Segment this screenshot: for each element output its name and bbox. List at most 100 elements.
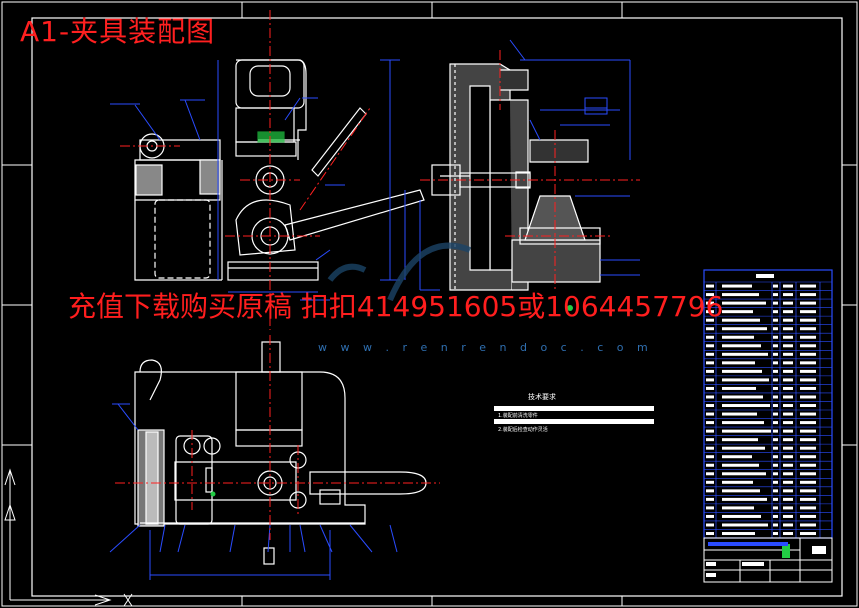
bom-cell-text <box>722 429 771 433</box>
side-centerlines <box>420 50 640 290</box>
side-dimensions <box>419 39 640 291</box>
bom-cell-text <box>783 497 793 501</box>
bom-cell-text <box>773 284 778 288</box>
bom-cell-text <box>773 369 778 373</box>
bom-cell-text <box>800 489 816 493</box>
bom-cell-text <box>722 421 764 425</box>
bom-cell-text <box>800 369 816 373</box>
bom-cell-text <box>800 455 816 459</box>
bom-cell-text <box>773 455 778 459</box>
bom-cell-text <box>783 446 793 450</box>
bom-cell-text <box>800 344 816 348</box>
side-view <box>431 63 601 291</box>
bom-cell-text <box>783 506 793 510</box>
bom-cell-text <box>706 489 714 493</box>
bom-cell-text <box>706 438 714 442</box>
bom-cell-text <box>773 386 778 390</box>
bom-cell-text <box>706 404 714 408</box>
bom-cell-text <box>706 429 714 433</box>
bom-cell-text <box>800 327 816 331</box>
top-marker <box>210 491 216 497</box>
tech-bars <box>494 406 654 424</box>
bom-cell-text <box>706 378 714 382</box>
ucs-icon <box>4 468 133 607</box>
bom-cell-text <box>722 497 767 501</box>
bom-cell-text <box>783 318 793 322</box>
bom-cell-text <box>783 421 793 425</box>
bom-cell-text <box>706 463 714 467</box>
bom-cell-text <box>722 352 768 356</box>
bom-cell-text <box>783 489 793 493</box>
bom-cell-text <box>722 369 762 373</box>
logo-mark <box>327 242 472 302</box>
bom-cell-text <box>783 395 793 399</box>
site-watermark: w w w . r e n r e n d o c . c o m <box>318 341 653 354</box>
bom-cell-text <box>773 344 778 348</box>
bom-cell-text <box>722 378 769 382</box>
bom-cell-text <box>783 361 793 365</box>
bom-cell-text <box>773 472 778 476</box>
bom-cell-text <box>773 523 778 527</box>
bom-cell-text <box>800 301 816 305</box>
bom-cell-text <box>706 386 714 390</box>
bom-cell-text <box>800 421 816 425</box>
bom-cell-text <box>706 301 714 305</box>
front-dimensions <box>110 59 406 301</box>
bom-cell-text <box>722 489 760 493</box>
bom-cell-text <box>773 327 778 331</box>
bom-cell-text <box>706 421 714 425</box>
bom-cell-text <box>773 532 778 536</box>
bom-cell-text <box>722 455 752 459</box>
bom-cell-text <box>722 404 770 408</box>
tech-requirement-2: 2.装配后检查动作灵活 <box>498 427 548 433</box>
bom-cell-text <box>773 352 778 356</box>
bom-table <box>703 269 833 539</box>
bom-cell-text <box>783 352 793 356</box>
bom-cell-text <box>722 395 763 399</box>
bom-cell-text <box>706 455 714 459</box>
bom-cell-text <box>706 532 714 536</box>
bom-cell-text <box>773 293 778 297</box>
bom-cell-text <box>800 404 816 408</box>
bom-cell-text <box>783 344 793 348</box>
bom-cell-text <box>783 472 793 476</box>
bom-cell-text <box>773 489 778 493</box>
bom-header-text <box>756 274 774 278</box>
bom-cell-text <box>800 386 816 390</box>
bom-cell-text <box>722 480 753 484</box>
bom-cell-text <box>722 463 759 467</box>
tech-requirement-1: 1.装配前清洗零件 <box>498 413 538 419</box>
bom-cell-text <box>773 412 778 416</box>
bom-cell-text <box>800 446 816 450</box>
bom-cell-text <box>800 284 816 288</box>
bom-cell-text <box>773 497 778 501</box>
bom-cell-text <box>783 429 793 433</box>
bom-cell-text <box>706 344 714 348</box>
bom-cell-text <box>800 497 816 501</box>
bom-cell-text <box>722 446 765 450</box>
bom-cell-text <box>706 480 714 484</box>
bom-cell-text <box>783 386 793 390</box>
bom-cell-text <box>800 463 816 467</box>
bom-cell-text <box>722 523 768 527</box>
bom-cell-text <box>722 284 752 288</box>
bom-cell-text <box>706 335 714 339</box>
bom-cell-text <box>783 293 793 297</box>
bom-cell-text <box>800 429 816 433</box>
bom-cell-text <box>722 335 754 339</box>
bom-cell-text <box>783 412 793 416</box>
bom-cell-text <box>783 310 793 314</box>
bom-cell-text <box>800 395 816 399</box>
bom-cell-text <box>722 318 760 322</box>
bom-cell-text <box>706 352 714 356</box>
bom-cell-text <box>783 532 793 536</box>
bom-cell-text <box>706 318 714 322</box>
tech-requirements-title: 技术要求 <box>528 393 556 401</box>
bom-cell-text <box>773 310 778 314</box>
bom-cell-text <box>706 327 714 331</box>
bom-cell-text <box>773 378 778 382</box>
bom-cell-text <box>706 446 714 450</box>
bom-cell-text <box>800 438 816 442</box>
